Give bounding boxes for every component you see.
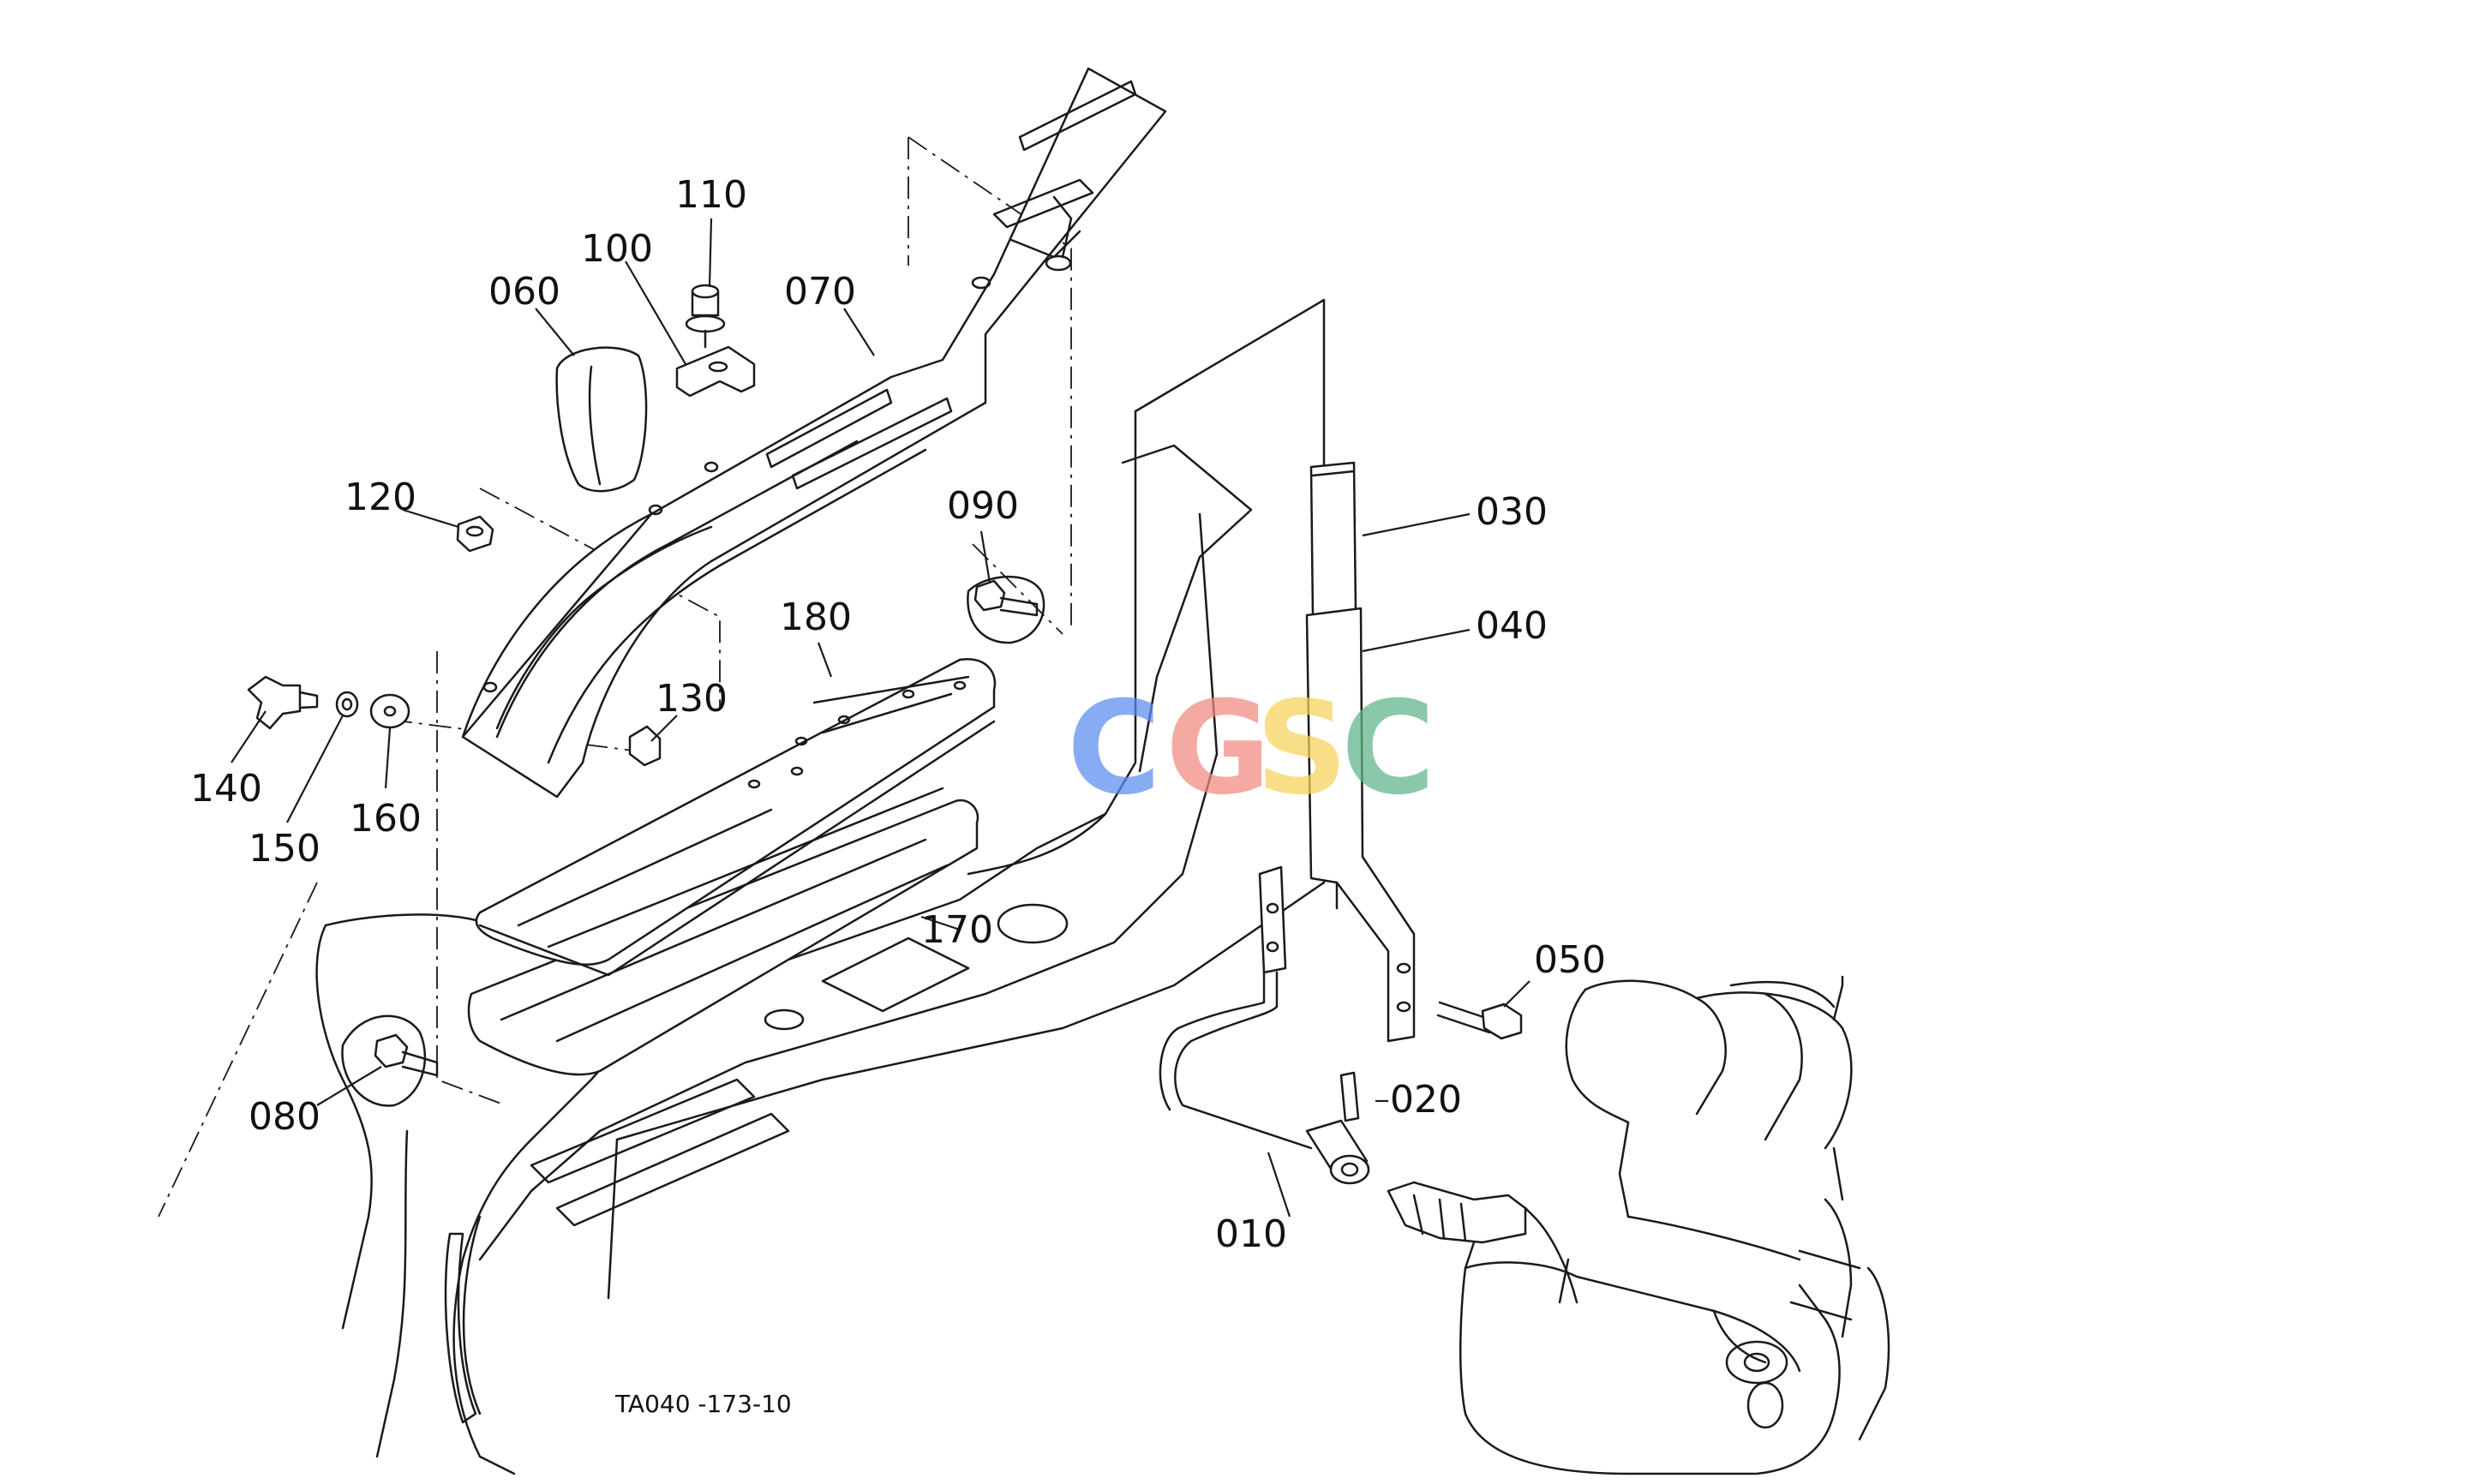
transmission-outline: [1387, 975, 1890, 1475]
label-020: 020: [1390, 1078, 1462, 1122]
step-plate-170: [467, 799, 979, 1076]
lever-knob-060: [555, 346, 648, 493]
rod-030: [1309, 461, 1357, 619]
nut-120: [456, 515, 494, 553]
bolt-090: [967, 575, 1045, 644]
label-030: 030: [1476, 490, 1548, 534]
bolt-050: [1436, 1001, 1523, 1040]
lever-assembly-010: [1159, 865, 1370, 1185]
watermark-letter-1: C: [1067, 674, 1161, 823]
fender-outline: [315, 298, 1326, 1475]
washer-160: [369, 693, 410, 729]
label-130: 130: [656, 677, 728, 721]
label-010: 010: [1215, 1212, 1287, 1256]
label-100: 100: [581, 227, 653, 271]
rod-040: [1305, 607, 1416, 1043]
label-040: 040: [1476, 604, 1548, 648]
label-110: 110: [675, 173, 747, 217]
leader-lines: [231, 218, 1531, 1218]
clip-130: [628, 725, 662, 767]
bolt-080: [341, 1014, 439, 1107]
label-090: 090: [947, 484, 1019, 528]
pin-020: [1339, 1071, 1360, 1122]
label-070: 070: [784, 270, 856, 314]
label-120: 120: [344, 476, 416, 519]
label-160: 160: [350, 797, 422, 841]
figure-code: TA040 -173-10: [614, 1390, 792, 1418]
watermark-letter-3: S: [1255, 674, 1348, 823]
washer-150: [335, 691, 359, 718]
label-140: 140: [190, 767, 262, 811]
bracket-100: [675, 345, 756, 398]
label-050: 050: [1534, 938, 1606, 982]
label-150: 150: [249, 827, 320, 871]
lever-guide-070: [461, 67, 1167, 799]
watermark-letter-2: G: [1165, 674, 1271, 823]
label-060: 060: [488, 270, 560, 314]
label-180: 180: [780, 595, 852, 639]
knob-bolt-140: [247, 675, 319, 730]
label-170: 170: [921, 908, 993, 952]
step-plate-180: [475, 657, 997, 977]
watermark-letter-4: C: [1341, 674, 1435, 823]
part-labels: 110 100 060 070 120 090 030 040 180 130 …: [190, 173, 1606, 1256]
label-080: 080: [249, 1095, 320, 1139]
watermark-logo: C G S C: [1067, 674, 1435, 823]
bolt-110: [685, 284, 726, 349]
